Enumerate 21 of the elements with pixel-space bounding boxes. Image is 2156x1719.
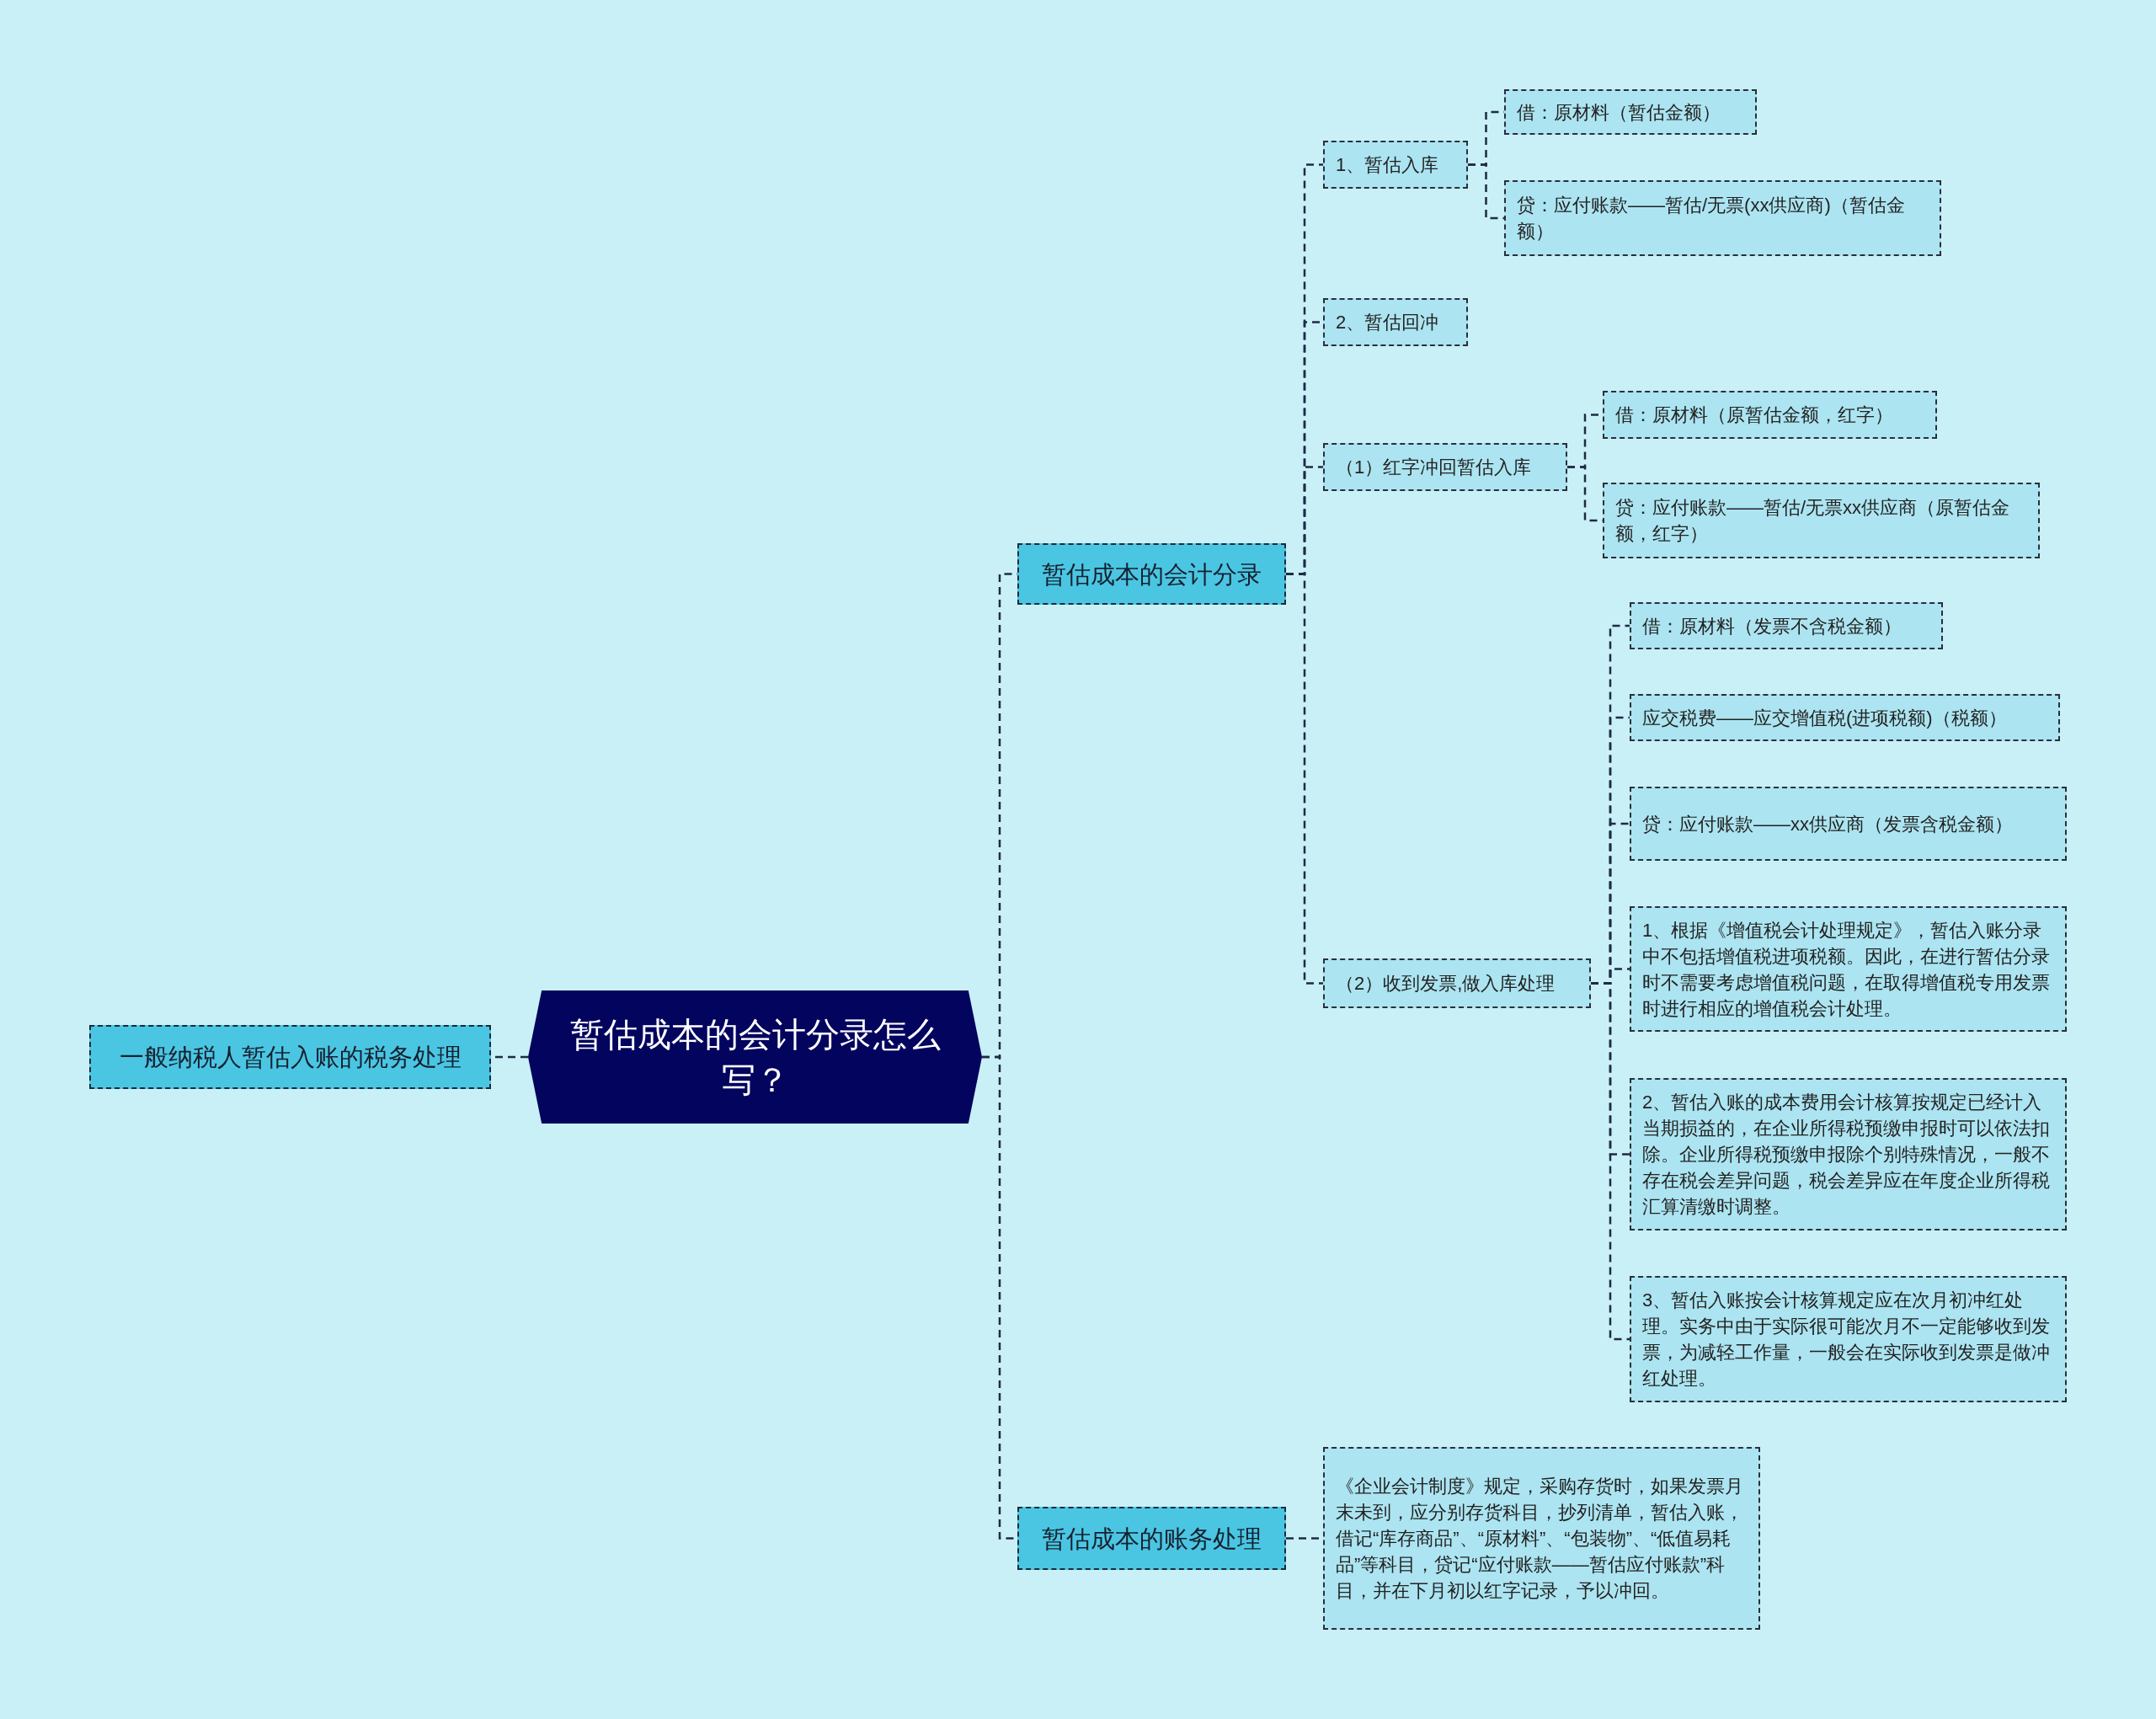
branch-box: 暂估成本的账务处理 xyxy=(1017,1507,1286,1570)
entry-box: 借：原材料（发票不含税金额） xyxy=(1630,602,1943,649)
entry-box: 3、暂估入账按会计核算规定应在次月初冲红处理。实务中由于实际很可能次月不一定能够收到发票，为减轻工作量，一般会在实际收到发票是做冲红处理。 xyxy=(1630,1276,2067,1402)
branch-box: 暂估成本的会计分录 xyxy=(1017,543,1286,605)
central-topic: 暂估成本的会计分录怎么写？ xyxy=(528,990,982,1124)
connector-line xyxy=(1468,163,1504,220)
entry-box: 贷：应付账款——暂估/无票xx供应商（原暂估金额，红字） xyxy=(1603,483,2040,558)
branch-box: 一般纳税人暂估入账的税务处理 xyxy=(89,1025,491,1089)
entry-box: 借：原材料（原暂估金额，红字） xyxy=(1603,391,1937,439)
entry-box: 贷：应付账款——暂估/无票(xx供应商)（暂估金额） xyxy=(1504,180,1941,256)
connector-line xyxy=(1591,982,1630,1341)
entry-box: 贷：应付账款——xx供应商（发票含税金额） xyxy=(1630,787,2067,861)
entry-box: 应交税费——应交增值税(进项税额)（税额） xyxy=(1630,694,2060,741)
entry-box: 借：原材料（暂估金额） xyxy=(1504,89,1757,135)
entry-box: 《企业会计制度》规定，采购存货时，如果发票月末未到，应分别存货科目，抄列清单，暂估入账，借记“库存商品”、“原材料”、“包装物”、“低值易耗品”等科目，贷记“应付账款——暂估应付账款”科目，并在下月初以红字记录，予以冲回。 xyxy=(1323,1447,1760,1630)
entry-box: 1、根据《增值税会计处理规定》，暂估入账分录中不包括增值税进项税额。因此，在进行暂估分录时不需要考虑增值税问题，在取得增值税专用发票时进行相应的增值税会计处理。 xyxy=(1630,906,2067,1032)
entry-box: （2）收到发票,做入库处理 xyxy=(1323,958,1591,1008)
entry-box: 1、暂估入库 xyxy=(1323,141,1468,189)
entry-box: 2、暂估回冲 xyxy=(1323,298,1468,346)
entry-box: （1）红字冲回暂估入库 xyxy=(1323,443,1567,491)
entry-box: 2、暂估入账的成本费用会计核算按规定已经计入当期损益的，在企业所得税预缴申报时可以依法扣除。企业所得税预缴申报除个别特殊情况，一般不存在税会差异问题，税会差异应在年度企业所得税汇算清缴时调整。 xyxy=(1630,1078,2067,1231)
